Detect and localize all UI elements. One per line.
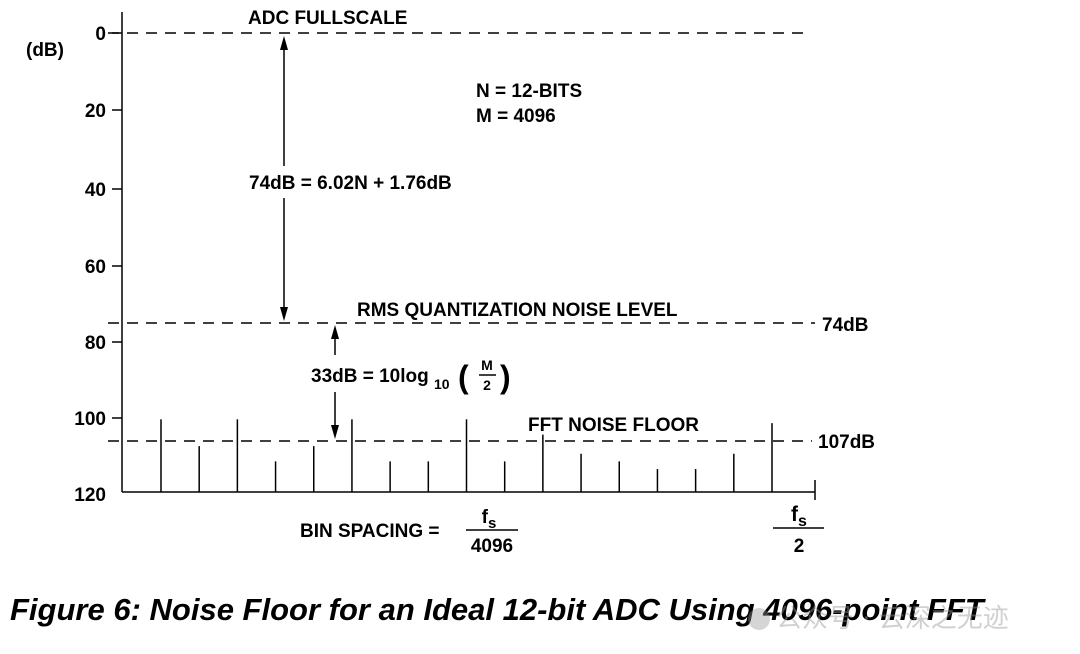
fft-spectrum-bins	[160, 419, 773, 492]
y-tick-label: 0	[95, 24, 106, 45]
nyquist-fraction-numerator: fs	[791, 503, 807, 530]
bin-spacing-label: BIN SPACING =	[300, 521, 440, 542]
m-value-label: M = 4096	[476, 106, 556, 127]
arrowhead-down-icon	[280, 307, 288, 321]
gain-paren-open: (	[458, 359, 469, 395]
processing-gain-formula: 33dB = 10log 10 ( M 2 )	[311, 357, 511, 395]
gain-fraction-denominator: 2	[483, 377, 491, 393]
snr-formula-label: 74dB = 6.02N + 1.76dB	[249, 173, 452, 194]
bin-spacing-formula: BIN SPACING = fs 4096	[300, 507, 518, 557]
arrowhead-up-icon	[331, 325, 339, 339]
gain-paren-close: )	[500, 359, 511, 395]
arrowhead-up-icon	[280, 36, 288, 50]
gain-fraction-numerator: M	[481, 357, 493, 373]
nyquist-fraction: fs 2	[773, 503, 824, 557]
y-tick-labels: 0 20 40 60 80 100 120	[74, 24, 106, 506]
gain-formula-lhs: 33dB = 10log	[311, 366, 429, 387]
n-bits-label: N = 12-BITS	[476, 81, 582, 102]
adc-fullscale-label: ADC FULLSCALE	[248, 8, 407, 29]
y-tick-label: 40	[85, 180, 106, 201]
bin-fraction-denominator: 4096	[471, 536, 513, 557]
gain-formula-subscript: 10	[434, 376, 450, 392]
y-tick-label: 60	[85, 257, 106, 278]
y-axis-unit: (dB)	[26, 40, 64, 61]
y-tick-label: 20	[85, 101, 106, 122]
y-tick-label: 120	[74, 485, 106, 506]
watermark-text: 公众号 · 云深之无迹	[776, 604, 1009, 634]
y-tick-label: 80	[85, 333, 106, 354]
bin-fraction-numerator: fs	[482, 507, 497, 532]
fft-level-label: 107dB	[818, 432, 875, 453]
watermark: 公众号 · 云深之无迹	[748, 598, 1009, 635]
fft-floor-label: FFT NOISE FLOOR	[528, 415, 699, 436]
figure-caption: Figure 6: Noise Floor for an Ideal 12-bi…	[10, 592, 984, 627]
wechat-icon	[748, 608, 770, 630]
y-axis-ticks	[112, 32, 122, 419]
arrowhead-down-icon	[331, 425, 339, 439]
nyquist-fraction-denominator: 2	[794, 536, 805, 557]
y-tick-label: 100	[74, 409, 106, 430]
rms-level-label: 74dB	[822, 315, 868, 336]
rms-noise-label: RMS QUANTIZATION NOISE LEVEL	[357, 300, 678, 321]
